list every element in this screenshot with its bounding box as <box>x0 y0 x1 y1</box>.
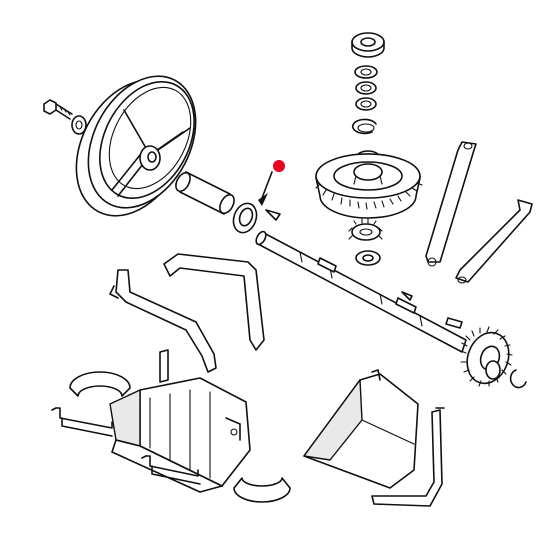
long-bracket-strap <box>425 141 477 267</box>
chute-mount-bracket <box>51 407 201 485</box>
curved-support-bar <box>371 407 445 507</box>
retaining-clip <box>509 369 527 389</box>
callout-arrow <box>258 171 273 206</box>
pulley-wheel <box>75 75 197 217</box>
pinion-bearing <box>355 250 381 266</box>
stack-washer-2 <box>355 81 377 95</box>
woodruff-key <box>265 209 281 221</box>
large-crown-gear <box>315 153 423 219</box>
top-thrust-washer <box>351 32 385 58</box>
bent-guide-rod <box>109 253 265 373</box>
half-ring-clamp-left <box>69 371 131 397</box>
shaft-pin <box>445 317 463 329</box>
shaft-bushing <box>175 171 235 215</box>
half-ring-clamp-bottom <box>233 477 291 503</box>
highlighted-spacer-ring <box>232 202 258 234</box>
left-chute-housing <box>109 349 251 493</box>
small-bevel-gear <box>460 326 513 387</box>
hex-bolt <box>43 99 73 120</box>
stack-washer-1 <box>354 65 378 79</box>
small-pinion-gear <box>348 218 383 241</box>
right-hopper-chute <box>303 369 419 489</box>
short-bracket-strap <box>455 199 533 284</box>
stack-circlip <box>351 118 377 135</box>
highlight-marker-dot <box>273 160 285 172</box>
drive-shaft <box>255 230 467 353</box>
stack-washer-3 <box>355 97 377 111</box>
bolt-washer <box>71 115 87 135</box>
